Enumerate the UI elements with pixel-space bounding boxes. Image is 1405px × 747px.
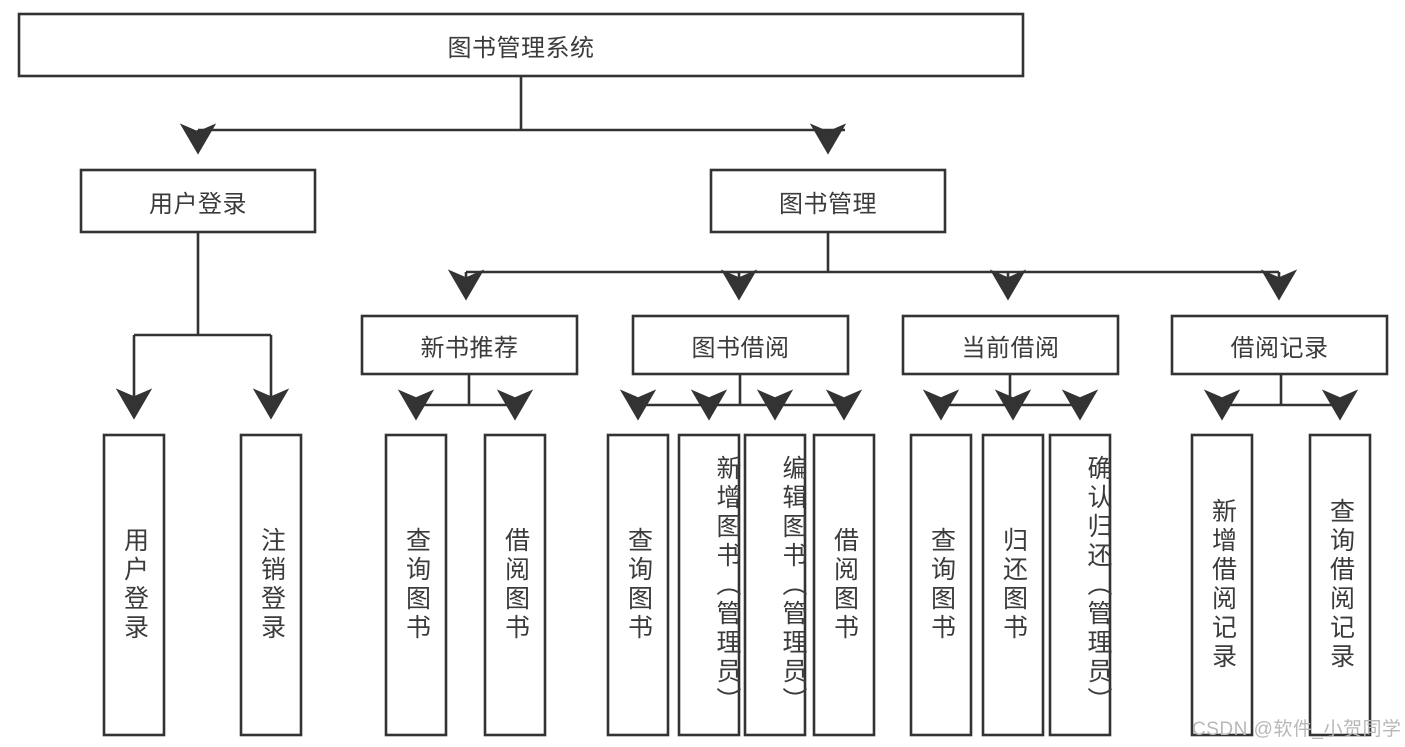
connector-new-book-recommend-to-leaves [397,374,534,421]
node-box-leaf-borrow-book-2[interactable] [812,433,876,737]
node-box-book-manage[interactable] [709,168,947,234]
node-box-leaf-query-book-1[interactable] [384,433,448,737]
connector-root-to-level2 [179,76,847,155]
node-box-leaf-query-book-2[interactable] [606,433,670,737]
node-box-root[interactable] [17,12,1025,78]
node-box-leaf-query-book-3[interactable] [909,433,973,737]
node-box-leaf-edit-book[interactable] [743,433,807,737]
node-box-leaf-query-record[interactable] [1308,433,1372,737]
connector-borrow-record-to-leaves [1203,374,1359,421]
node-box-current-borrow[interactable] [901,314,1120,376]
node-box-borrow-record[interactable] [1170,314,1389,376]
node-box-leaf-borrow-book-1[interactable] [483,433,547,737]
node-box-leaf-add-book[interactable] [677,433,741,737]
node-box-leaf-user-login[interactable] [102,433,166,737]
node-box-book-borrow[interactable] [631,314,850,376]
csdn-watermark: CSDN @软件_小贺同学 [1192,719,1402,740]
connector-current-borrow-to-leaves [922,374,1099,421]
node-box-leaf-logout[interactable] [239,433,303,737]
node-box-user-login[interactable] [79,168,317,234]
connector-user-login-to-leaves [115,232,290,420]
node-box-new-book-recommend[interactable] [360,314,579,376]
node-box-leaf-return-book[interactable] [981,433,1045,737]
connector-book-manage-to-level3 [447,232,1298,301]
node-boxes-layer [17,12,1389,737]
node-box-leaf-confirm-return[interactable] [1048,433,1112,737]
node-box-leaf-add-record[interactable] [1190,433,1254,737]
connector-book-borrow-to-leaves [619,374,863,421]
